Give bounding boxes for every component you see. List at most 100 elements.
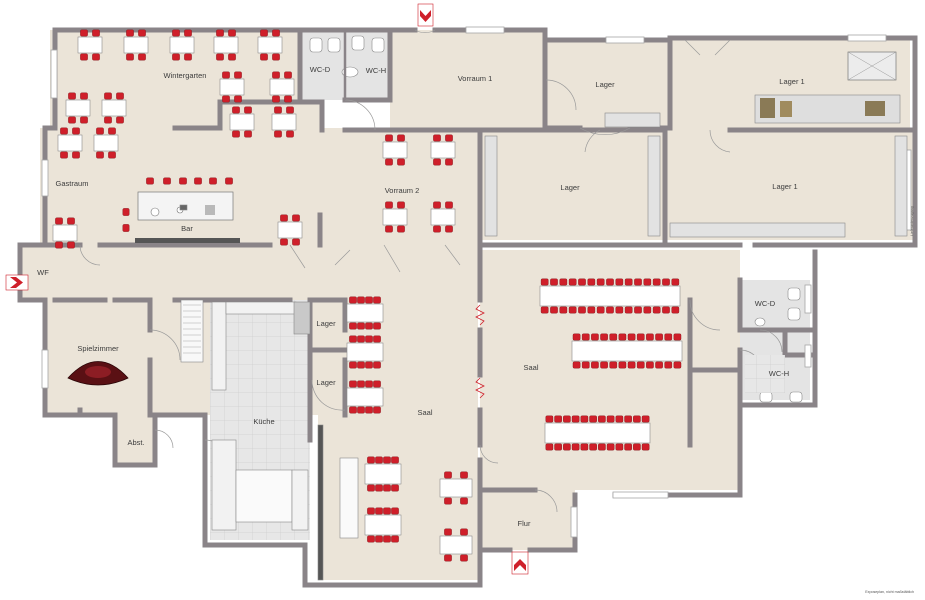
- chair: [286, 106, 294, 114]
- wc-top-fixtures: [309, 32, 385, 100]
- table: [439, 535, 473, 555]
- chair: [55, 217, 63, 225]
- chair: [445, 158, 453, 166]
- chair: [445, 134, 453, 142]
- chair: [460, 497, 468, 505]
- chair: [80, 116, 88, 124]
- chair: [572, 361, 581, 369]
- label-saal-right: Saal: [523, 363, 538, 372]
- chair: [108, 127, 116, 135]
- chair: [671, 278, 680, 286]
- chair: [126, 29, 134, 37]
- table: [364, 463, 402, 485]
- chair: [96, 151, 104, 159]
- table: [169, 36, 195, 54]
- chair: [163, 177, 171, 185]
- chair: [673, 361, 682, 369]
- chair: [433, 201, 441, 209]
- label-wc-d-right: WC-D: [755, 299, 776, 308]
- table: [346, 342, 384, 362]
- chair: [172, 29, 180, 37]
- chair: [397, 201, 405, 209]
- chair: [580, 443, 589, 451]
- chair: [655, 361, 663, 369]
- table: [219, 78, 245, 96]
- chair: [633, 415, 641, 423]
- chair: [122, 224, 130, 232]
- chair: [349, 380, 357, 388]
- label-wintergarten: Wintergarten: [164, 71, 207, 80]
- chair: [397, 134, 405, 142]
- chair: [664, 361, 673, 369]
- chair: [662, 278, 670, 286]
- chair: [554, 443, 562, 451]
- chair: [116, 116, 124, 124]
- chair: [373, 296, 381, 304]
- chair: [444, 497, 452, 505]
- chair: [367, 456, 375, 464]
- chair: [383, 484, 391, 492]
- chair: [589, 443, 597, 451]
- furniture: [52, 29, 683, 562]
- chair: [598, 443, 606, 451]
- chair: [222, 71, 230, 79]
- chair: [60, 127, 68, 135]
- chair: [383, 507, 391, 515]
- chair: [615, 306, 624, 314]
- roulette-table: [67, 361, 129, 386]
- chair: [433, 134, 441, 142]
- chair: [274, 106, 282, 114]
- label-wf: WF: [37, 268, 49, 277]
- chair: [122, 208, 130, 216]
- chair: [615, 278, 624, 286]
- chair: [598, 415, 606, 423]
- chair: [445, 201, 453, 209]
- chair: [67, 241, 75, 249]
- chair: [375, 535, 383, 543]
- chair: [234, 71, 242, 79]
- chair: [652, 306, 661, 314]
- chair: [444, 554, 452, 562]
- chair: [550, 306, 558, 314]
- chair: [292, 214, 300, 222]
- windows: [41, 26, 912, 538]
- chair: [80, 53, 88, 61]
- chair: [606, 415, 615, 423]
- chair: [646, 333, 654, 341]
- chair: [624, 415, 632, 423]
- chair: [367, 535, 375, 543]
- chair: [587, 278, 596, 286]
- table: [430, 141, 456, 159]
- chair: [391, 456, 399, 464]
- chair: [357, 296, 365, 304]
- label-lager-top: Lager: [595, 80, 615, 89]
- chair: [643, 278, 652, 286]
- table: [77, 36, 103, 54]
- chair: [272, 95, 280, 103]
- chair: [232, 130, 240, 138]
- table: [213, 36, 239, 54]
- chair: [138, 29, 146, 37]
- chair: [646, 361, 654, 369]
- chair: [397, 158, 405, 166]
- table: [57, 134, 83, 152]
- chair: [55, 241, 63, 249]
- chair: [375, 507, 383, 515]
- chair: [349, 406, 357, 414]
- table: [346, 303, 384, 323]
- chair: [606, 278, 614, 286]
- chair: [228, 29, 236, 37]
- kitchen-equipment: [179, 204, 359, 581]
- chair: [146, 177, 154, 185]
- chair: [68, 92, 76, 100]
- table: [271, 113, 297, 131]
- label-wc-h-right: WC-H: [769, 369, 789, 378]
- chair: [244, 106, 252, 114]
- chair: [272, 53, 280, 61]
- table: [544, 422, 651, 444]
- chair: [596, 306, 605, 314]
- chair: [444, 528, 452, 536]
- chair: [385, 158, 393, 166]
- chair: [216, 29, 224, 37]
